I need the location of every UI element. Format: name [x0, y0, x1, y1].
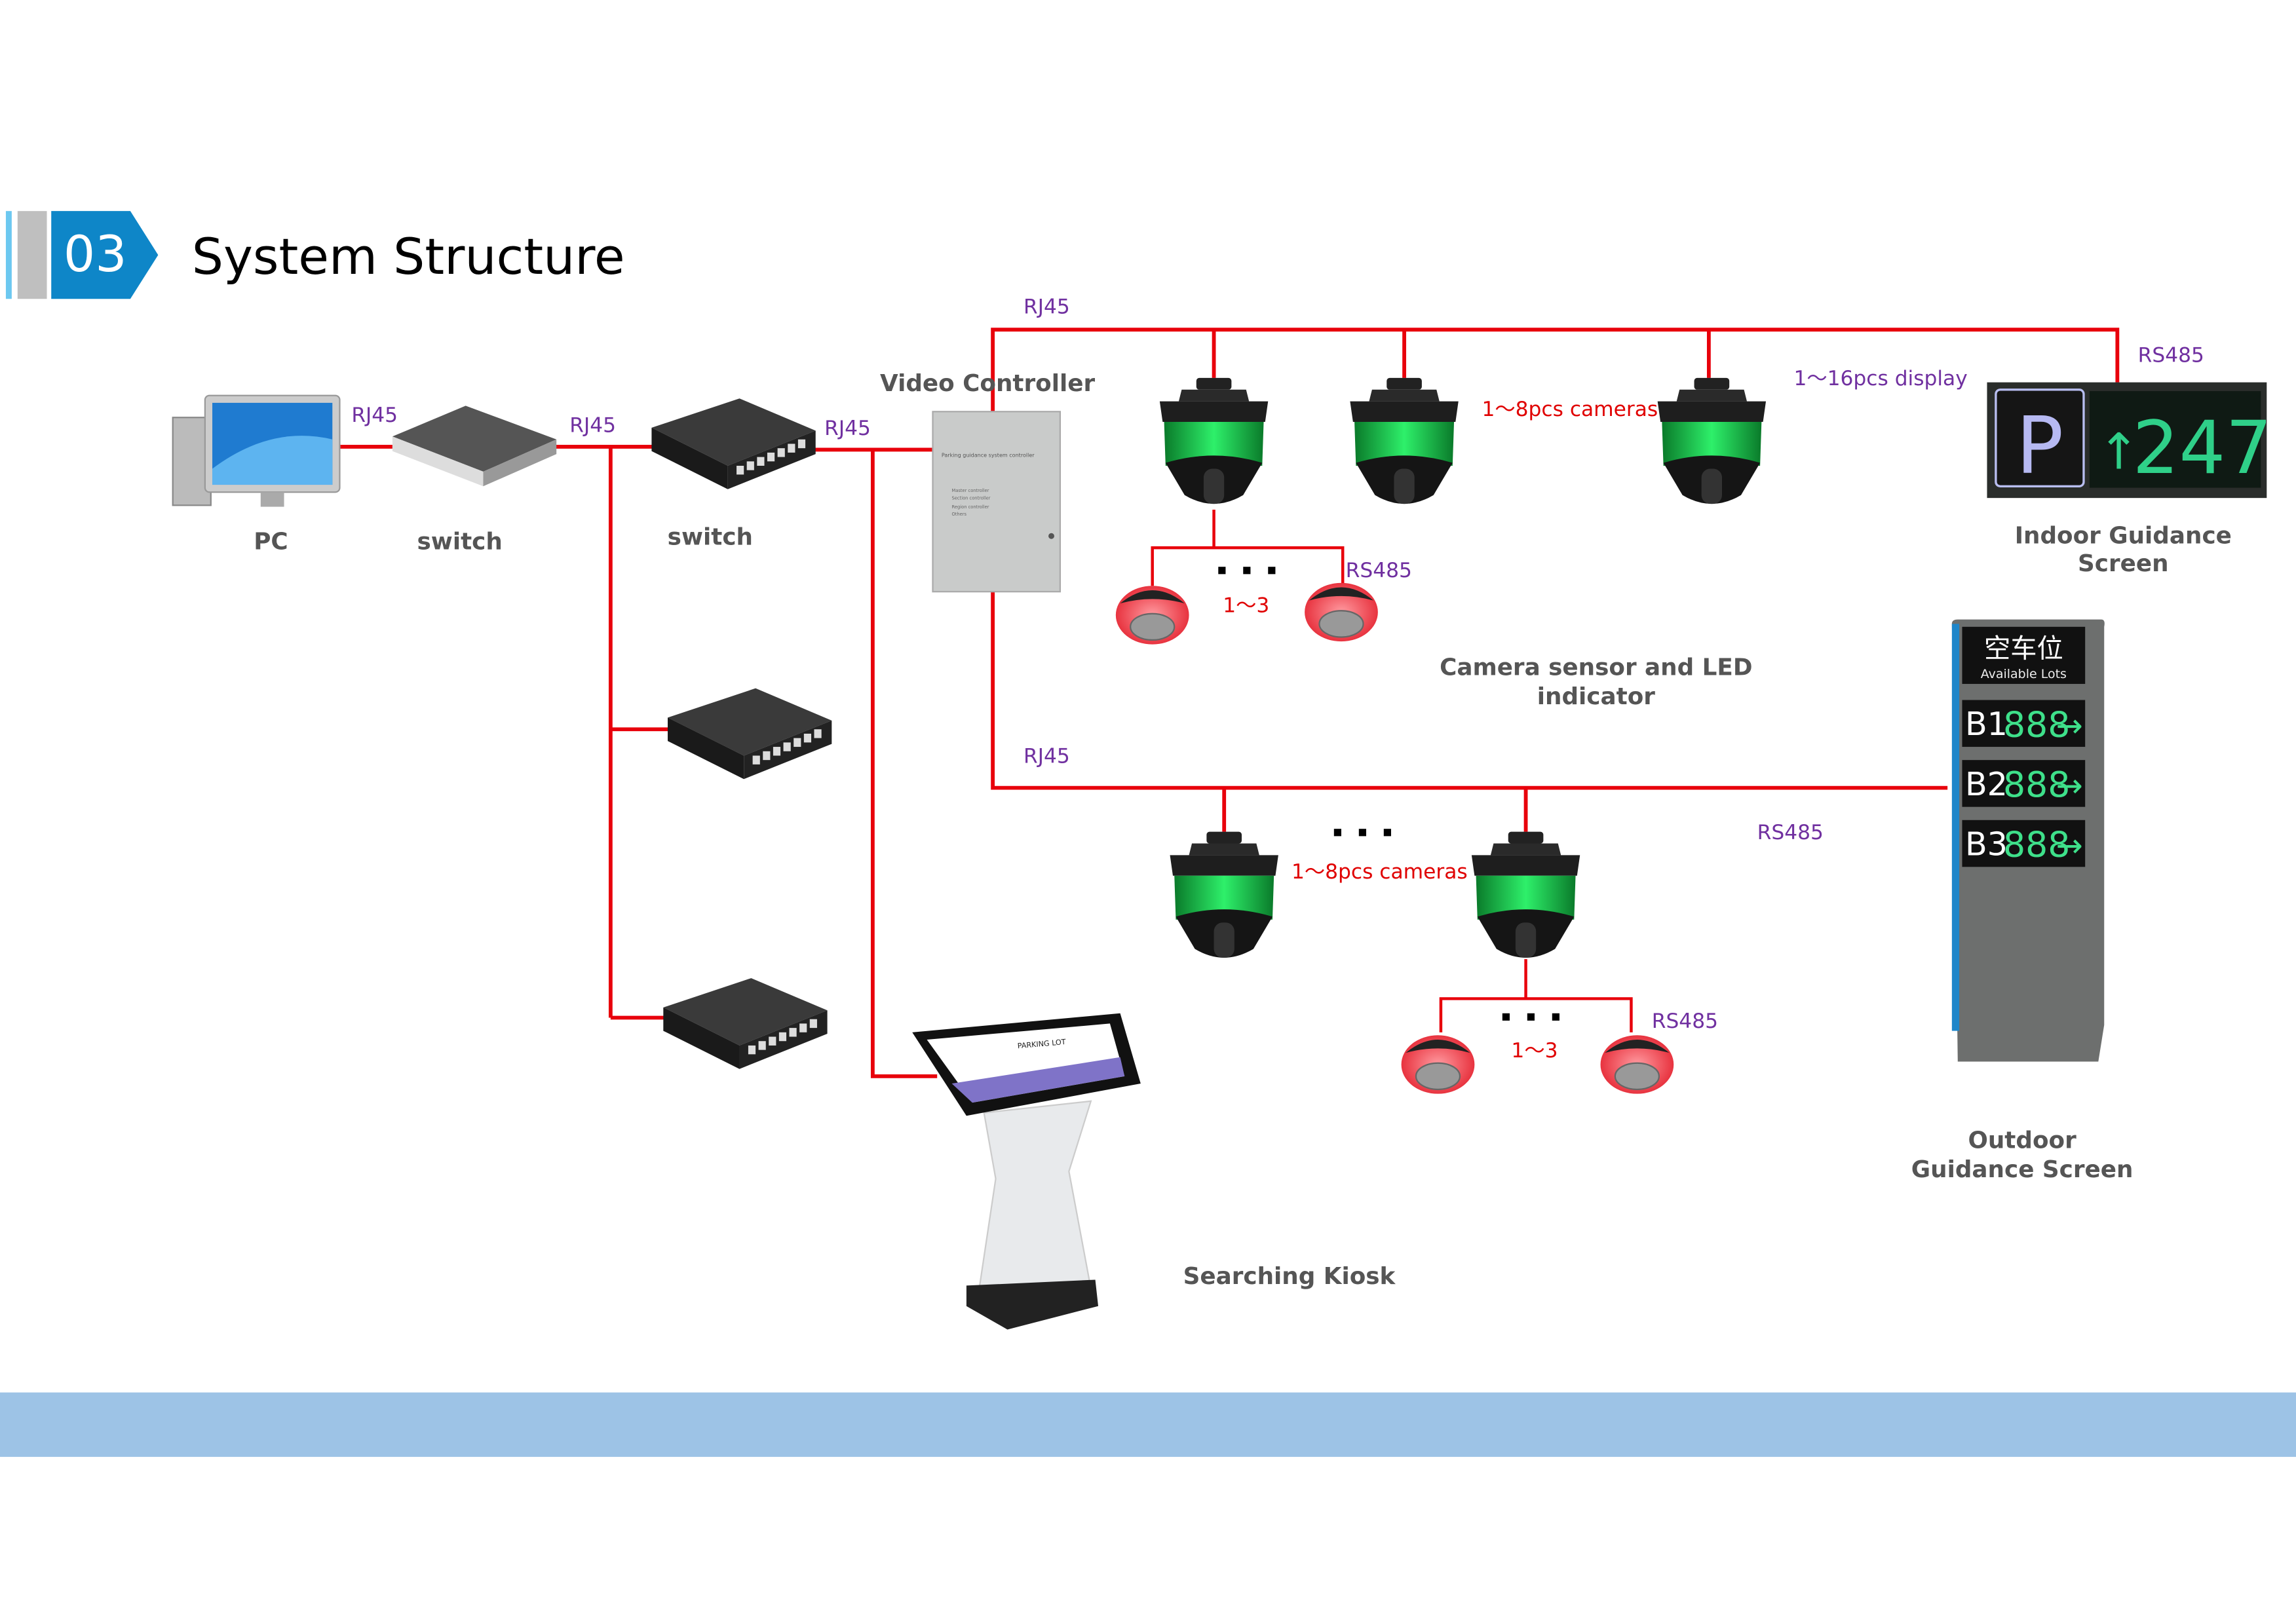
outdoor-title-cn: 空车位	[1984, 634, 2063, 664]
level-label: B2	[1965, 765, 2008, 803]
pc-device: PC	[172, 394, 341, 555]
outdoor-screen-label: Outdoor	[1968, 1127, 2076, 1154]
wiring	[339, 328, 2120, 1078]
wire-lower-bus	[991, 592, 1948, 790]
camera-sensor-icon	[1350, 377, 1459, 504]
arrow-right-icon: →	[2056, 827, 2083, 865]
level-count: 888	[2003, 704, 2070, 745]
controller-option: Others	[952, 512, 967, 517]
kiosk-base	[966, 1279, 1099, 1330]
rs485-label-indoor: RS485	[2138, 343, 2204, 367]
section-number-badge	[51, 211, 159, 299]
switch-2-label: switch	[668, 524, 753, 551]
lower-cameras-count: 1～8pcs cameras	[1292, 860, 1468, 884]
level-count: 888	[2003, 764, 2070, 805]
ellipsis-dots	[1502, 1013, 1559, 1021]
arrow-right-icon: →	[2056, 766, 2083, 804]
rj45-label-switch: RJ45	[569, 414, 616, 438]
upper-cameras-count: 1～8pcs cameras	[1482, 398, 1658, 421]
outdoor-title-en: Available Lots	[1981, 667, 2067, 681]
camera-group-label-2: indicator	[1537, 683, 1656, 710]
camera-sensor-icon	[1159, 377, 1269, 504]
wire-lower-camera-drops	[1222, 787, 1528, 832]
indoor-guidance-screen: RS485 P ↑ 247 Indoor Guidance Screen	[1987, 343, 2272, 577]
rs485-label-upper-indicators: RS485	[1346, 559, 1412, 582]
rj45-label-controller: RJ45	[824, 417, 871, 440]
arrow-right-icon: →	[2056, 706, 2083, 744]
rj45-label-upper: RJ45	[1024, 295, 1070, 319]
video-controller-label: Video Controller	[880, 370, 1095, 397]
camera-sensor-icon	[1170, 831, 1278, 958]
wire-upper-camera-drops	[1212, 331, 1711, 378]
led-indicator-icon	[1303, 582, 1379, 643]
outdoor-screen-label-2: Guidance Screen	[1911, 1156, 2133, 1183]
camera-sensor-icon	[1657, 377, 1767, 504]
wire-kiosk	[870, 449, 938, 1078]
ellipsis-dots	[1333, 829, 1391, 837]
wire-upper-bus	[991, 328, 2120, 412]
wire-switch-branches	[608, 446, 671, 1020]
controller-lock-icon	[1048, 533, 1054, 539]
outdoor-row-b1: B1 888 →	[1962, 700, 2086, 747]
indoor-arrow-icon: ↑	[2098, 422, 2140, 480]
switch-3	[668, 688, 832, 780]
outdoor-guidance-screen: 空车位 Available Lots B1 888 → B2 888 → B3 …	[1911, 619, 2133, 1183]
level-count: 888	[2003, 824, 2070, 865]
indoor-screen-label-2: Screen	[2078, 550, 2169, 577]
switch-2: switch	[651, 398, 816, 551]
indoor-count: 247	[2132, 406, 2272, 491]
outdoor-row-b3: B3 888 →	[1962, 820, 2086, 867]
level-label: B3	[1965, 825, 2008, 863]
rj45-label-pc: RJ45	[351, 404, 398, 427]
kiosk-label: Searching Kiosk	[1183, 1263, 1396, 1290]
switch-1-label: switch	[417, 528, 503, 555]
footer-band	[0, 1392, 2296, 1457]
controller-panel-title: Parking guidance system controller	[942, 453, 1035, 459]
switch-1: switch	[392, 406, 557, 555]
searching-kiosk: PARKING LOT Searching Kiosk	[912, 1013, 1396, 1330]
camera-sensor-icon	[1471, 831, 1580, 958]
led-indicator-icon	[1115, 585, 1190, 645]
page-title: System Structure	[192, 227, 625, 286]
controller-cabinet	[932, 411, 1062, 593]
switch-4	[663, 978, 828, 1069]
level-label: B1	[1965, 705, 2008, 743]
display-count: 1～16pcs display	[1794, 367, 1968, 390]
video-controller: Video Controller Parking guidance system…	[880, 370, 1095, 593]
header-accent-bar	[5, 211, 12, 299]
kiosk-stand	[977, 1100, 1092, 1297]
section-header: 03 System Structure	[5, 211, 625, 299]
controller-option: Section controller	[952, 495, 991, 500]
controller-option: Region controller	[952, 504, 989, 510]
rs485-label-outdoor: RS485	[1757, 821, 1824, 844]
led-indicator-icon	[1400, 1034, 1476, 1095]
rs485-label-lower-indicators: RS485	[1652, 1010, 1718, 1033]
kiosk-screen-title: PARKING LOT	[1017, 1038, 1066, 1050]
led-indicator-icon	[1599, 1034, 1675, 1095]
indoor-screen-label: Indoor Guidance	[2015, 522, 2232, 549]
pc-label: PC	[254, 528, 288, 555]
upper-indicator-count: 1～3	[1223, 594, 1269, 617]
wire-upper-indicators	[1151, 510, 1345, 586]
wire-lower-indicators	[1439, 959, 1633, 1032]
header-gray-bar	[17, 211, 47, 299]
ellipsis-dots	[1218, 567, 1276, 575]
controller-option: Master controller	[952, 488, 989, 493]
outdoor-row-b2: B2 888 →	[1962, 760, 2086, 807]
parking-symbol: P	[2016, 400, 2064, 492]
section-number: 03	[64, 225, 127, 283]
rj45-label-lower: RJ45	[1024, 745, 1070, 768]
camera-group-label: Camera sensor and LED	[1440, 654, 1752, 681]
lower-indicator-count: 1～3	[1511, 1039, 1558, 1063]
